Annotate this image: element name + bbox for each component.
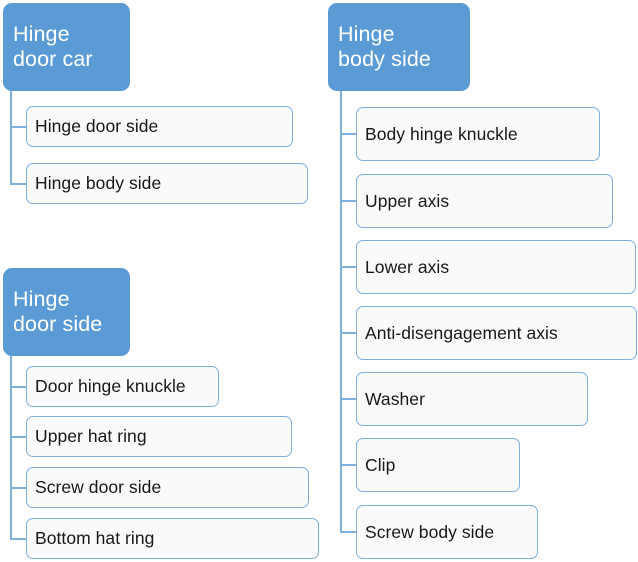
leaf-node-clip[interactable]: Clip	[356, 438, 520, 492]
leaf-node-door-hinge-knuckle[interactable]: Door hinge knuckle	[26, 366, 219, 407]
connector-branch-group-1-child-1	[10, 183, 26, 185]
leaf-node-washer[interactable]: Washer	[356, 372, 588, 426]
connector-branch-group-2-child-2	[10, 487, 26, 489]
connector-branch-group-3-child-6	[340, 531, 356, 533]
leaf-node-upper-axis[interactable]: Upper axis	[356, 174, 613, 228]
leaf-node-upper-hat-ring[interactable]: Upper hat ring	[26, 416, 292, 457]
leaf-node-label: Screw door side	[35, 477, 162, 498]
leaf-node-label: Washer	[365, 388, 425, 409]
leaf-node-label: Hinge body side	[35, 173, 162, 194]
leaf-node-label: Lower axis	[365, 256, 450, 277]
connector-trunk-group-1	[10, 91, 12, 184]
leaf-node-label: Door hinge knuckle	[35, 376, 186, 397]
leaf-node-screw-door-side[interactable]: Screw door side	[26, 467, 309, 508]
leaf-node-screw-body-side[interactable]: Screw body side	[356, 505, 538, 559]
leaf-node-lower-axis[interactable]: Lower axis	[356, 240, 636, 294]
connector-branch-group-2-child-0	[10, 386, 26, 388]
connector-branch-group-2-child-3	[10, 538, 26, 540]
connector-trunk-group-3	[340, 91, 342, 532]
leaf-node-label: Screw body side	[365, 521, 495, 542]
leaf-node-label: Upper axis	[365, 190, 450, 211]
leaf-node-label: Upper hat ring	[35, 426, 147, 447]
connector-branch-group-3-child-0	[340, 133, 356, 135]
leaf-node-label: Clip	[365, 454, 396, 475]
leaf-node-bottom-hat-ring[interactable]: Bottom hat ring	[26, 518, 319, 559]
leaf-node-body-hinge-knuckle[interactable]: Body hinge knuckle	[356, 107, 600, 161]
root-node-hinge-door-side[interactable]: Hinge door side	[3, 268, 130, 356]
leaf-node-label: Bottom hat ring	[35, 528, 155, 549]
leaf-node-hinge-door-side[interactable]: Hinge door side	[26, 106, 293, 147]
connector-branch-group-3-child-2	[340, 266, 356, 268]
root-node-label: Hinge door car	[13, 21, 93, 71]
connector-trunk-group-2	[10, 356, 12, 539]
root-node-hinge-door-car[interactable]: Hinge door car	[3, 3, 130, 91]
leaf-node-label: Hinge door side	[35, 116, 159, 137]
connector-branch-group-1-child-0	[10, 126, 26, 128]
connector-branch-group-2-child-1	[10, 436, 26, 438]
leaf-node-hinge-body-side[interactable]: Hinge body side	[26, 163, 308, 204]
connector-branch-group-3-child-1	[340, 200, 356, 202]
root-node-hinge-body-side[interactable]: Hinge body side	[328, 3, 470, 91]
root-node-label: Hinge door side	[13, 286, 103, 336]
leaf-node-label: Anti-disengagement axis	[365, 322, 558, 343]
root-node-label: Hinge body side	[338, 21, 431, 71]
connector-branch-group-3-child-4	[340, 398, 356, 400]
connector-branch-group-3-child-5	[340, 464, 356, 466]
leaf-node-label: Body hinge knuckle	[365, 123, 518, 144]
connector-branch-group-3-child-3	[340, 332, 356, 334]
leaf-node-anti-disengagement-axis[interactable]: Anti-disengagement axis	[356, 306, 637, 360]
